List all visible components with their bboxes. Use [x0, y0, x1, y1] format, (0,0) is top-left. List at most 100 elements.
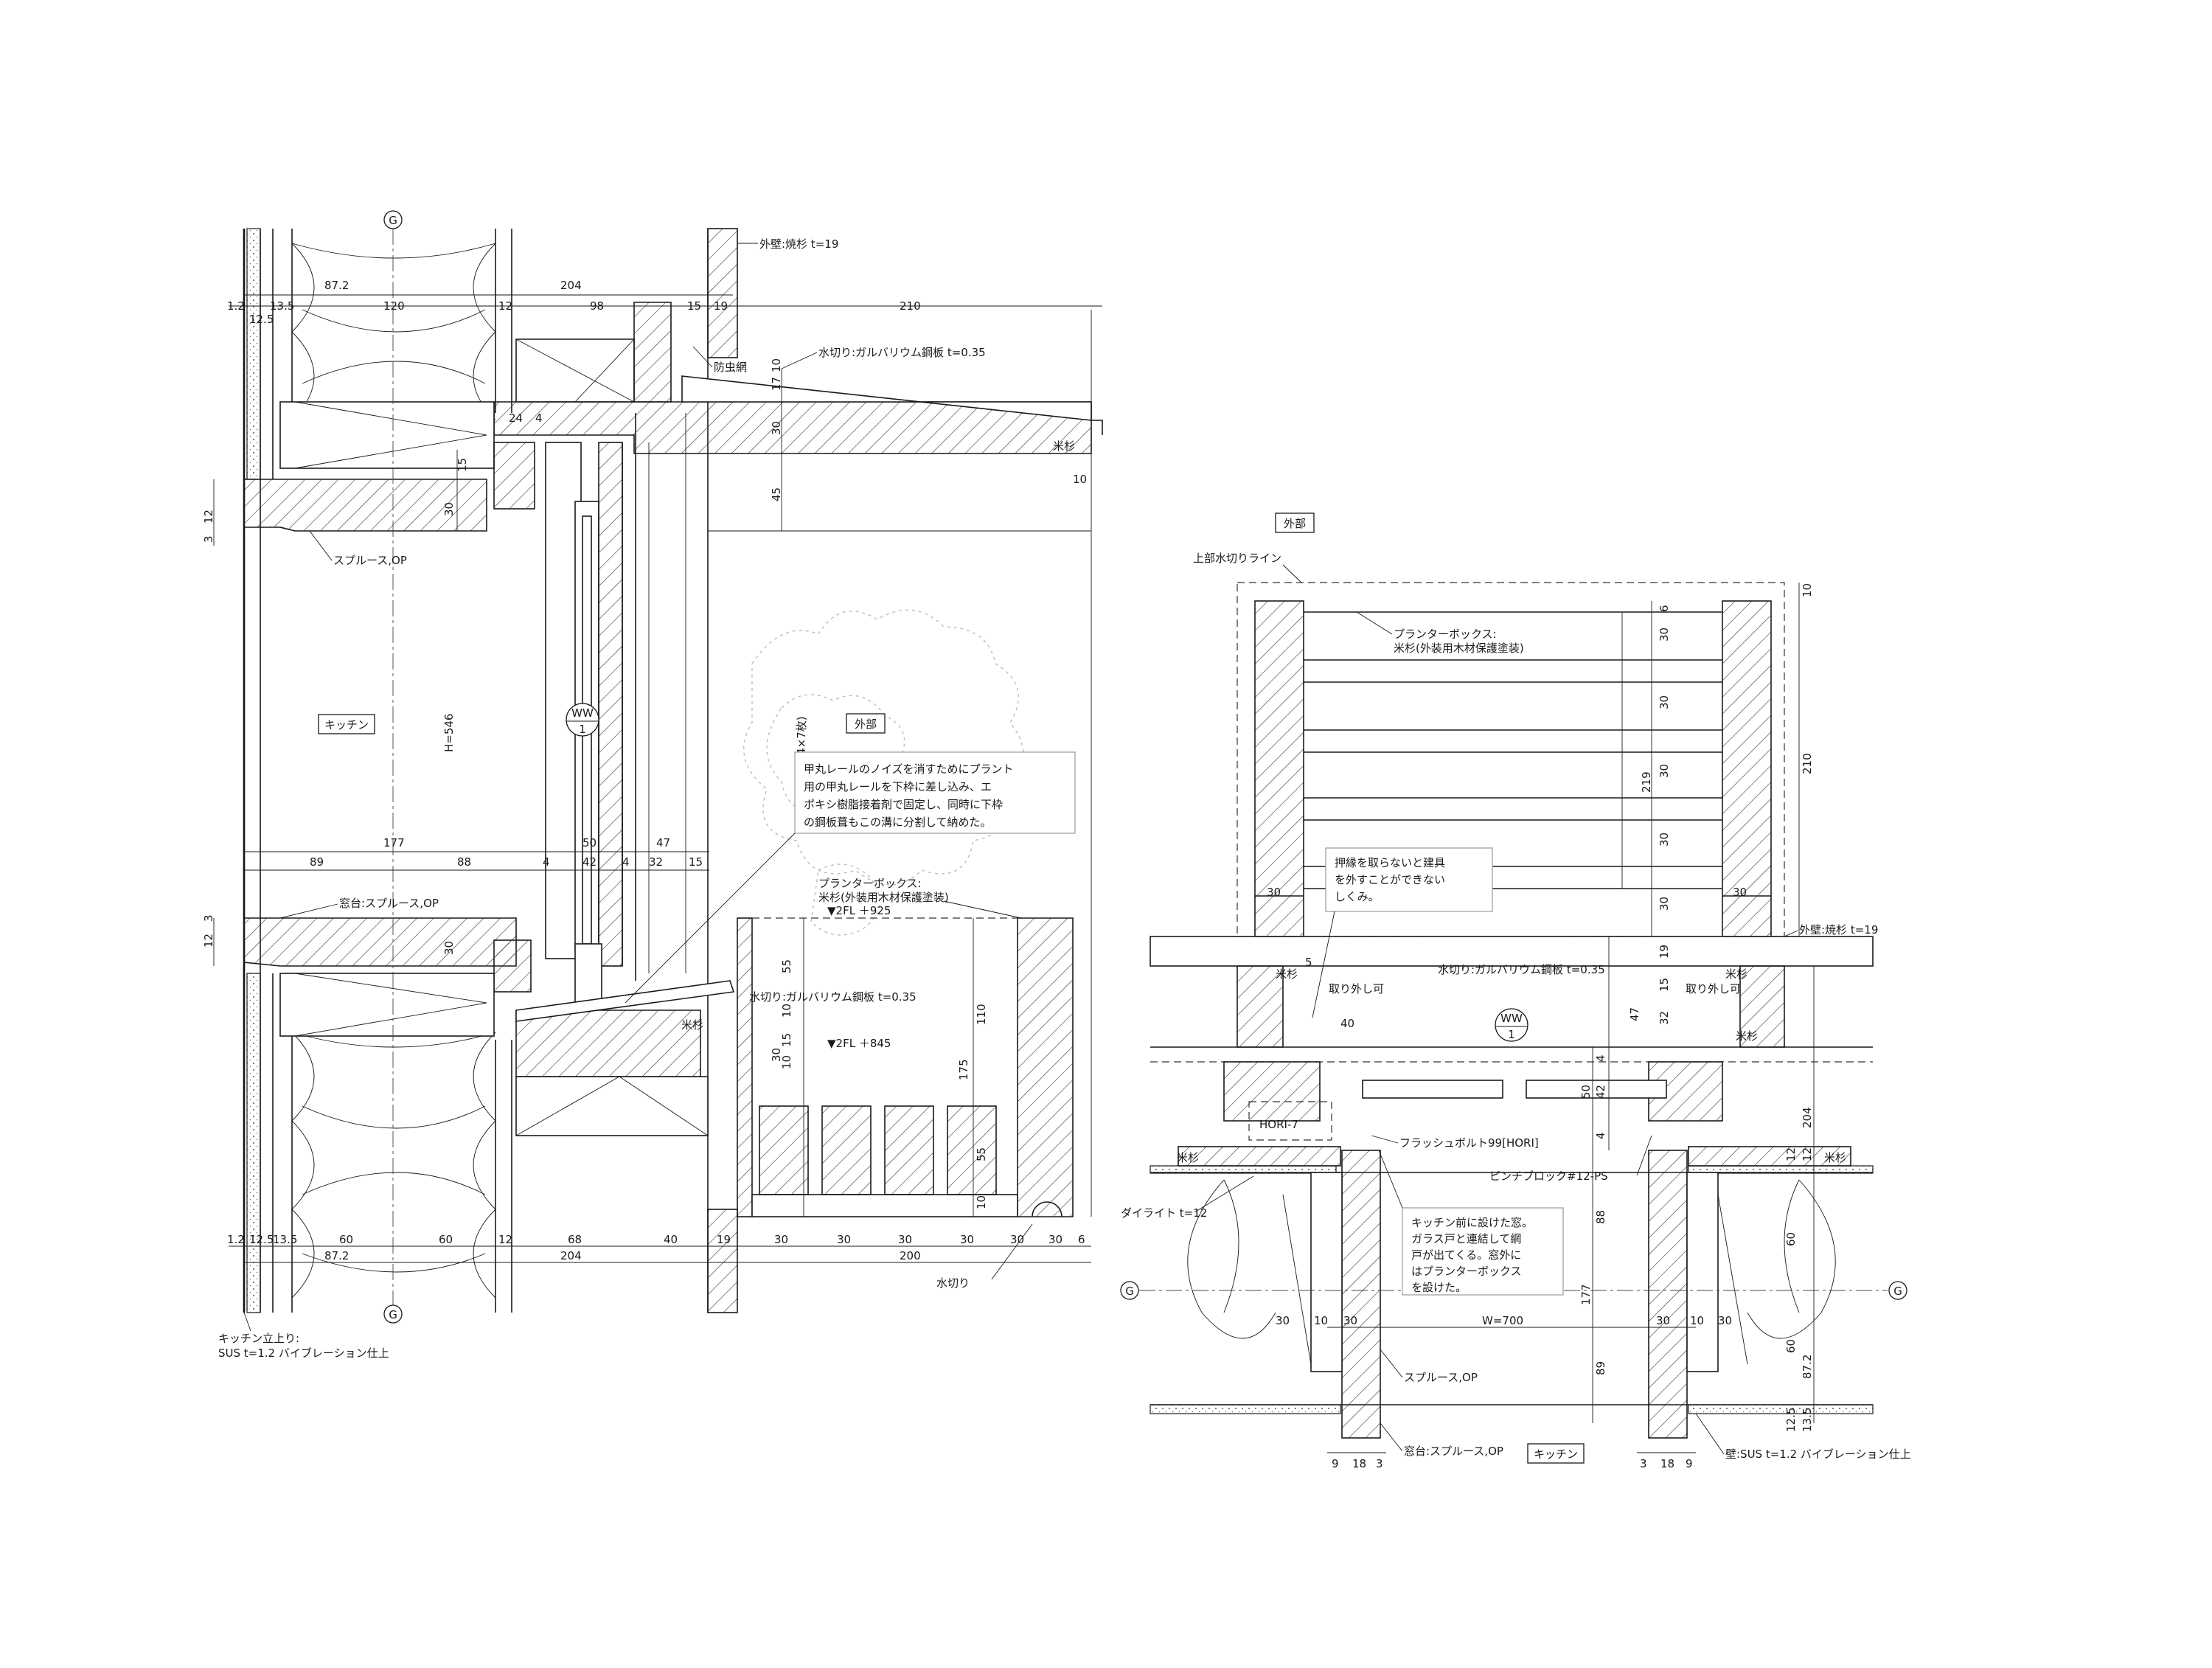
jamb-left-inner: [1310, 1172, 1343, 1372]
ww-bubble: [566, 703, 599, 737]
label-sill-r: 窓台:スプルース,OP: [1404, 1445, 1503, 1458]
glass-left: [1362, 1080, 1503, 1099]
dim-p-30i: 30: [1343, 1314, 1357, 1327]
dim-p-30j: 30: [1656, 1314, 1670, 1327]
dim-v-45: 45: [770, 487, 783, 501]
label-cedar-r3: 米杉: [1736, 1029, 1758, 1043]
dim-v-55a: 55: [780, 959, 793, 973]
wall-board-bottom-r: [1688, 1404, 1874, 1414]
dim-p-3a: 3: [1376, 1457, 1383, 1470]
dim-p-30f: 30: [1658, 833, 1671, 847]
note-r2-4: はプランターボックス: [1411, 1265, 1522, 1278]
outside-tag-r: 外部: [1284, 517, 1306, 530]
note-r1-3: しくみ。: [1335, 890, 1380, 903]
kitchen-tag-box-r: [1527, 1443, 1585, 1464]
post-left: [1341, 1150, 1381, 1439]
dim-p-177: 177: [1579, 1284, 1593, 1305]
grid-label-top: G: [389, 214, 397, 227]
section-drawing: G G 87.2 204 1.2 13.5 120 12 98 15: [202, 210, 1103, 1360]
dim-210: 210: [900, 299, 921, 313]
label-spruce-op-r: スプルース,OP: [1404, 1371, 1478, 1384]
dim-88: 88: [457, 855, 471, 869]
outside-tag: 外部: [855, 717, 877, 731]
dim-87-2-top: 87.2: [324, 279, 349, 292]
dim-p-12b: 12: [1801, 1147, 1814, 1161]
dim-v-30b: 30: [442, 941, 456, 955]
dim-4-top: 4: [535, 411, 543, 425]
dim-15-mid: 15: [689, 855, 703, 869]
dim-120: 120: [383, 299, 405, 313]
dim-v-55b: 55: [975, 1147, 988, 1161]
dim-p-4a: 4: [1594, 1054, 1607, 1062]
upper-stop: [493, 442, 535, 510]
dim-p-3b: 3: [1640, 1457, 1647, 1470]
sill-board-right: [1688, 1146, 1851, 1167]
ext-wall-band: [1150, 936, 1874, 967]
dim-b-6: 6: [1078, 1233, 1085, 1246]
insulation-bottom: [291, 1032, 496, 1299]
jamb-right-inner: [1686, 1172, 1719, 1372]
label-flashing-low: 水切り:ガルバリウム鋼板 t=0.35: [749, 990, 917, 1004]
ww-sub-r: 1: [1508, 1028, 1515, 1041]
wall-board-bottom-l: [1150, 1404, 1341, 1414]
sill-soffit: [279, 973, 495, 1037]
dim-p-18a: 18: [1352, 1457, 1366, 1470]
note-r2-5: を設けた。: [1411, 1281, 1467, 1294]
label-kitchen-finish1: キッチン立上り:: [218, 1332, 299, 1345]
outside-tag-box: [846, 713, 886, 734]
dim-v-30d: 30: [770, 1048, 783, 1062]
gypsum-board-bottom: [246, 973, 261, 1313]
label-cedar-low: 米杉: [681, 1018, 703, 1032]
grid-bubble-bottom: [383, 1304, 403, 1324]
dim-v-10e: 10: [975, 1195, 988, 1209]
dim-p-47: 47: [1628, 1007, 1641, 1021]
dim-p-9a: 9: [1332, 1457, 1339, 1470]
cedar-cladding-bottom: [707, 1209, 738, 1313]
dim-b-13-5: 13.5: [273, 1233, 297, 1246]
label-removable-r: 取り外し可: [1686, 982, 1741, 995]
lower-frame: [515, 1076, 709, 1136]
dim-p-32: 32: [1658, 1011, 1671, 1025]
dim-v-15: 15: [456, 458, 469, 472]
lower-stop: [493, 939, 532, 993]
plan-drawing: G G 30 30 40 5 6 30 30 30 30 30 219 210 …: [1120, 512, 1911, 1470]
dim-p-60a: 60: [1784, 1232, 1798, 1246]
note-r2-1: キッチン前に設けた窓。: [1411, 1216, 1533, 1229]
dim-1-2: 1.2: [227, 299, 245, 313]
planter-box-section: [737, 917, 1074, 1217]
dim-p-10: 10: [1801, 583, 1814, 597]
sill-spruce: [243, 917, 517, 967]
dim-v-10b: 10: [1073, 473, 1087, 486]
note-r2-2: ガラス戸と連結して網: [1411, 1232, 1521, 1245]
note-left-1: 甲丸レールのノイズを消すためにプラント: [804, 762, 1014, 776]
label-ext-wall: 外壁:焼杉 t=19: [759, 237, 838, 251]
dim-204-top: 204: [560, 279, 582, 292]
dim-p-30g: 30: [1658, 897, 1671, 911]
dim-p-13-5: 13.5: [1801, 1408, 1814, 1432]
label-sill: 窓台:スプルース,OP: [339, 897, 439, 910]
dim-32: 32: [649, 855, 663, 869]
label-dialite: ダイライト t=12: [1121, 1206, 1207, 1220]
dim-50: 50: [582, 836, 597, 849]
ww-sub: 1: [579, 723, 586, 736]
window-sash: [545, 413, 686, 981]
grid-bubble-top: [383, 210, 403, 229]
dim-p-30e: 30: [1658, 764, 1671, 778]
dim-p-12-5: 12.5: [1784, 1408, 1798, 1432]
dim-v-12b: 12: [202, 934, 215, 948]
lower-flashing: [515, 980, 735, 1022]
dim-v-30c: 30: [770, 421, 783, 435]
wall-board-top-l: [1150, 1165, 1337, 1174]
dim-v-10a: 10: [770, 358, 783, 372]
grid-bubble-right: [1888, 1281, 1907, 1300]
label-flashing-r: 水切り:ガルバリウム鋼板 t=0.35: [1438, 963, 1605, 976]
dim-b-30a: 30: [774, 1233, 788, 1246]
label-planter1: プランターボックス:: [818, 877, 922, 890]
dim-b-60b: 60: [439, 1233, 453, 1246]
label-top-flash-line: 上部水切りライン: [1193, 552, 1281, 565]
label-ext-wall-r: 外壁:焼杉 t=19: [1799, 923, 1878, 936]
wall-board-top-r: [1688, 1165, 1874, 1174]
note-left-2: 用の甲丸レールを下枠に差し込み、エ: [804, 780, 992, 793]
ww-label-r: WW: [1500, 1012, 1523, 1025]
